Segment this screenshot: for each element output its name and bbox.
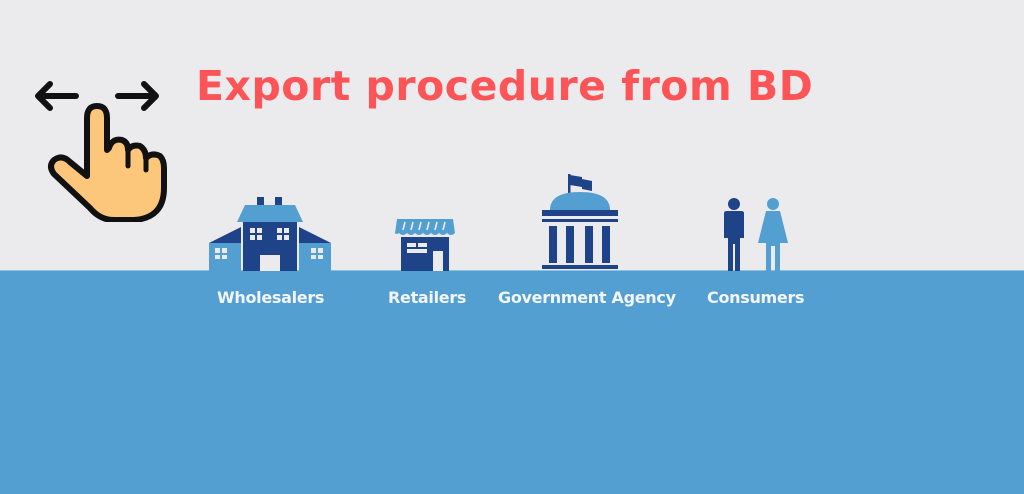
label-consumers: Consumers [707, 288, 805, 307]
page-title: Export procedure from BD [196, 62, 814, 110]
warehouse-building-icon [209, 197, 331, 271]
swipe-horizontal-hand-icon [35, 81, 167, 222]
label-government-agency: Government Agency [498, 288, 676, 307]
storefront-icon [395, 219, 455, 271]
label-wholesalers: Wholesalers [217, 288, 325, 307]
label-retailers: Retailers [388, 288, 467, 307]
government-building-icon [542, 174, 618, 269]
man-woman-icon [724, 198, 788, 271]
blue-band [0, 270, 1024, 494]
header-area [0, 0, 1024, 270]
